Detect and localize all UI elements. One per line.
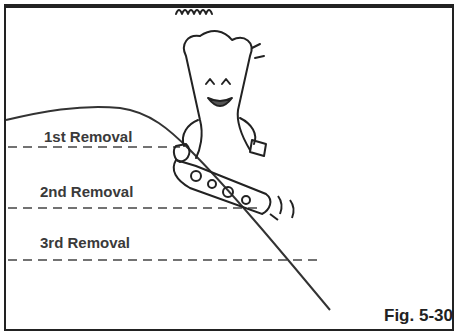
motion-lines xyxy=(270,196,294,220)
frame xyxy=(5,5,453,330)
sled-stone xyxy=(242,196,250,204)
mouth xyxy=(208,98,232,106)
layer-label: 1st Removal xyxy=(44,128,132,145)
tooth-body xyxy=(184,31,252,158)
sled-body xyxy=(174,160,271,214)
sled-stone xyxy=(208,180,216,188)
dashed-line xyxy=(8,207,262,209)
frame-top xyxy=(5,4,453,8)
dashed-line xyxy=(8,259,318,261)
tooth-character xyxy=(174,10,266,162)
figure-caption: Fig. 5-30 xyxy=(384,306,453,326)
sled-stone xyxy=(191,171,201,181)
layer-label: 3rd Removal xyxy=(40,234,130,251)
sled-stone xyxy=(223,187,233,197)
motion-mark xyxy=(252,44,264,58)
layer-label: 2nd Removal xyxy=(40,183,133,200)
eyes xyxy=(206,79,230,84)
arms xyxy=(183,118,255,146)
hand xyxy=(250,140,266,156)
slope xyxy=(6,107,330,310)
hair-squiggle xyxy=(176,10,212,14)
dashed-line xyxy=(8,146,180,148)
sled xyxy=(174,160,294,220)
